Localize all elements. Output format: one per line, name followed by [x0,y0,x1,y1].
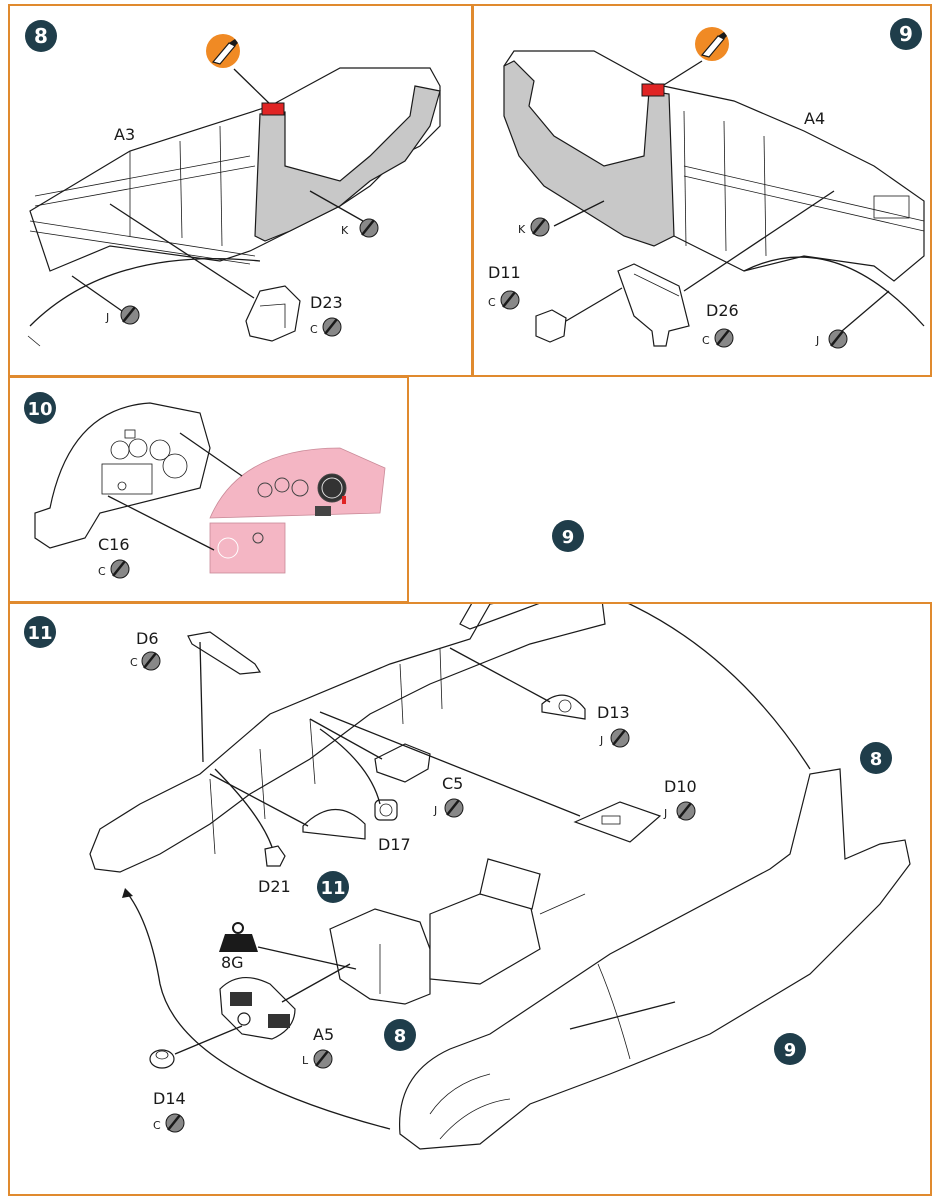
part-d10 [573,801,662,843]
part-d11-sprue: C [488,296,496,309]
part-d6-label: D6 [136,629,159,648]
part-d23-label: D23 [310,293,343,312]
part-c5-label: C5 [442,774,463,793]
part-d14-label: D14 [153,1089,186,1108]
step-9-panel: 9 A4 K D11 C D26 C J [472,4,932,377]
svg-text:9: 9 [562,527,575,548]
sprue-gate-icon [444,798,464,818]
part-d14-sprue: C [153,1119,161,1132]
part-d10-sprue: J [663,807,667,820]
instrument-decal [209,447,386,574]
step-10-badge: 10 [24,392,56,424]
step-8-drawing: 8 A3 K J D23 C [25,20,441,347]
step-11-drawing: 11 [24,604,911,1150]
bulkhead-k [254,85,441,242]
part-d14 [149,1049,175,1069]
part-j-sprue: J [815,334,819,347]
step-ref-badge-9-bottom: 9 [774,1033,806,1065]
sprue-gate-icon [714,328,734,348]
step-11-refs: 8 11 8 9 [317,742,892,1065]
sprue-gate-icon [165,1113,185,1133]
step-11-badge: 11 [24,616,56,648]
step-ref-badge-8-right: 8 [860,742,892,774]
cockpit-tub [329,858,586,1005]
sprue-gate-icon [530,217,550,237]
part-d13 [541,694,586,720]
sprue-gate-icon [313,1049,333,1069]
fuselage-half-a3 [27,67,441,347]
svg-text:8: 8 [870,749,883,770]
part-d13-label: D13 [597,703,630,722]
part-d6-sprue: C [130,656,138,669]
part-d13-sprue: J [599,734,603,747]
fuselage-label-a4: A4 [804,109,825,128]
step-9-badge: 9 [890,18,922,50]
part-d26-sprue: C [702,334,710,347]
sprue-gate-icon [359,218,379,238]
instrument-panel [34,402,211,549]
sprue-gate-icon [141,651,161,671]
step-10-number: 10 [27,399,52,420]
part-k-sprue: K [518,223,526,236]
part-d11 [535,309,567,343]
step-ref-badge-8-cockpit: 8 [384,1019,416,1051]
step-11-number: 11 [27,623,52,644]
fuselage-label-a3: A3 [114,125,135,144]
part-d17-label: D17 [378,835,411,854]
bulkhead-k [503,60,675,247]
fuselage-half-upper [89,604,606,873]
part-d21 [264,845,286,867]
part-d6 [187,631,262,675]
svg-text:11: 11 [320,878,345,899]
part-k-sprue: K [341,224,349,237]
part-d11-label: D11 [488,263,521,282]
hobby-knife-icon [206,34,240,68]
step-11-panel: 11 [8,602,932,1196]
nose-weight-icon [219,922,258,952]
sprue-gate-icon [828,329,848,349]
part-d21-label: D21 [258,877,291,896]
part-d10-label: D10 [664,777,697,796]
step-9-drawing: 9 A4 K D11 C D26 C J [488,18,925,349]
step-8-badge: 8 [25,20,57,52]
part-d23 [245,285,301,342]
part-j-sprue: J [105,311,109,324]
part-a5-label: A5 [313,1025,334,1044]
part-d26 [617,263,690,347]
part-c5 [374,743,431,783]
step-ref-badge-9-top: 9 [552,520,584,552]
part-a5-sprue: L [302,1054,309,1067]
step-9-number: 9 [899,22,913,46]
weight-label: 8G [221,953,244,972]
step-10-panel: 10 C16 C [8,376,409,603]
svg-text:8: 8 [394,1026,407,1047]
step-8-panel: 8 A3 K J D23 C [8,4,473,377]
step-10-drawing: 10 C16 C [24,392,386,579]
part-c16-label: C16 [98,535,130,554]
part-d26-label: D26 [706,301,739,320]
part-c16-sprue: C [98,565,106,578]
part-d23-sprue: C [310,323,318,336]
step-8-number: 8 [34,24,48,48]
sprue-gate-icon [322,317,342,337]
svg-text:9: 9 [784,1040,797,1061]
fuselage-half-lower [398,768,911,1150]
sprue-gate-icon [610,728,630,748]
part-c5-sprue: J [433,804,437,817]
step-ref-badge-11: 11 [317,871,349,903]
part-fairing [302,808,366,840]
part-a5 [219,977,296,1040]
part-d17 [374,799,398,821]
sprue-gate-icon [500,290,520,310]
hobby-knife-icon [695,27,729,61]
sprue-gate-icon [676,801,696,821]
sprue-gate-icon [120,305,140,325]
sprue-gate-icon [110,559,130,579]
